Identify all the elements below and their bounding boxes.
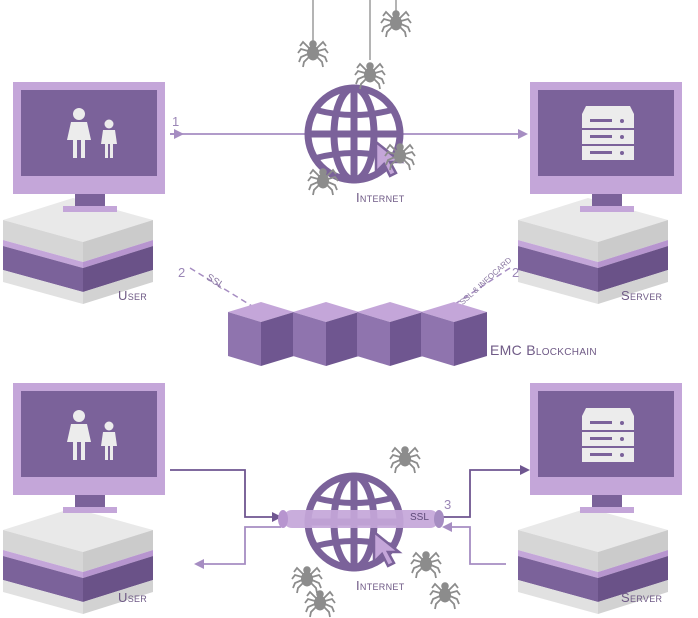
step-2-left-number: 2: [178, 265, 186, 280]
emc-blockchain: [228, 302, 487, 366]
step-2-right-number: 2: [512, 265, 520, 280]
block-icon: [357, 302, 423, 366]
spider-icon: [304, 589, 336, 618]
bottom-server-computer: [518, 383, 682, 614]
ssl-tunnel: [278, 510, 444, 528]
step-3-number: 3: [444, 497, 452, 512]
spider-icon: [291, 565, 323, 594]
top-internet-label: Internet: [356, 190, 405, 205]
spider-icon: [380, 9, 412, 38]
top-server-label: Server: [621, 288, 663, 303]
top-server-computer: [518, 82, 682, 304]
step-1-number: 1: [172, 114, 180, 129]
top-user-label: User: [118, 288, 148, 303]
spider-icon: [389, 445, 421, 474]
spider-icon: [410, 550, 442, 579]
bottom-user-computer: [3, 383, 165, 614]
top-internet-globe: [306, 86, 402, 182]
server-icon: [582, 408, 634, 462]
bottom-user-label: User: [118, 590, 148, 605]
blockchain-label: EMC Blockchain: [490, 342, 597, 358]
top-user-computer: [3, 82, 165, 304]
ssl-tunnel-label: SSL: [410, 512, 429, 523]
block-icon: [228, 302, 294, 366]
server-icon: [582, 106, 634, 160]
bottom-server-label: Server: [621, 590, 663, 605]
spider-icon: [429, 581, 461, 610]
spider-icon: [297, 39, 329, 68]
block-icon: [421, 302, 487, 366]
block-icon: [293, 302, 359, 366]
bottom-internet-label: Internet: [356, 578, 405, 593]
